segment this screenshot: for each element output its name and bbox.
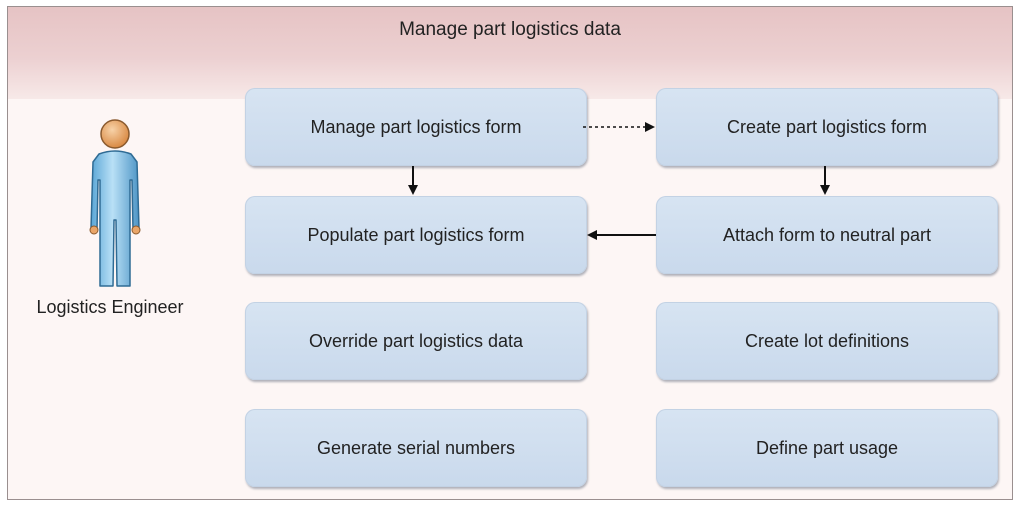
task-manage-form[interactable]: Manage part logistics form	[245, 88, 587, 166]
actor-label: Logistics Engineer	[36, 297, 184, 317]
task-label: Override part logistics data	[308, 330, 524, 351]
task-populate-form[interactable]: Populate part logistics form	[245, 196, 587, 274]
task-create-lot[interactable]: Create lot definitions	[656, 302, 998, 380]
title-band	[8, 7, 1012, 99]
task-label: Create part logistics form	[726, 116, 928, 137]
task-generate-serial[interactable]: Generate serial numbers	[245, 409, 587, 487]
task-create-form[interactable]: Create part logistics form	[656, 88, 998, 166]
task-label: Define part usage	[755, 437, 899, 458]
task-label: Create lot definitions	[744, 330, 910, 351]
diagram-title: Manage part logistics data	[399, 19, 621, 40]
task-attach-form[interactable]: Attach form to neutral part	[656, 196, 998, 274]
task-label: Attach form to neutral part	[722, 224, 932, 245]
task-label: Populate part logistics form	[307, 224, 525, 245]
task-label: Manage part logistics form	[310, 116, 522, 137]
person-icon	[89, 119, 141, 287]
task-define-usage[interactable]: Define part usage	[656, 409, 998, 487]
task-label: Generate serial numbers	[316, 437, 516, 458]
task-override-data[interactable]: Override part logistics data	[245, 302, 587, 380]
